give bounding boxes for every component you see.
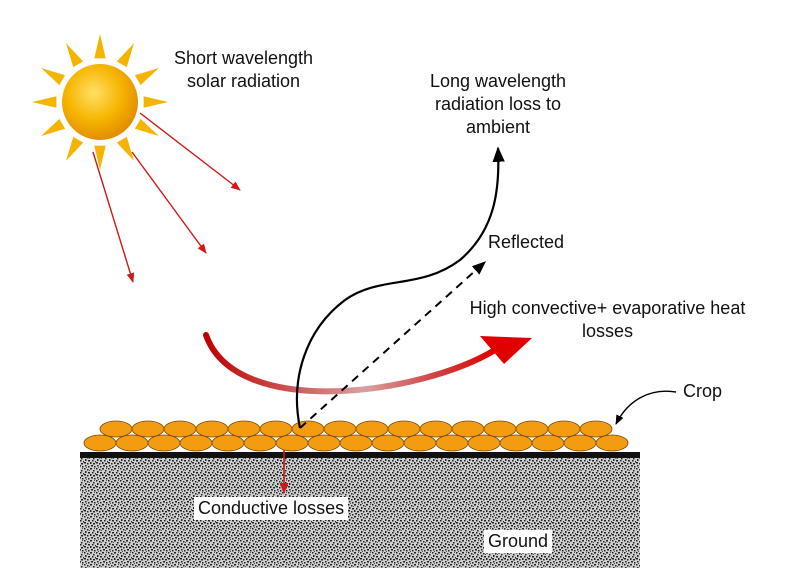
crop-leaf bbox=[563, 434, 597, 452]
solar-label-line2: solar radiation bbox=[186, 71, 301, 91]
crop-leaf bbox=[275, 434, 309, 452]
crop-leaf bbox=[499, 434, 533, 452]
crop-leaf bbox=[467, 434, 501, 452]
crop-leaf bbox=[195, 420, 229, 438]
sun-ray bbox=[134, 68, 159, 86]
convective-loss-arrow bbox=[203, 332, 532, 395]
crop-layer bbox=[83, 420, 629, 452]
crop-leaf bbox=[547, 420, 581, 438]
sun-ray bbox=[41, 68, 66, 86]
convective-label-line2: losses bbox=[581, 321, 634, 341]
ground-surface-line bbox=[80, 452, 640, 458]
crop-leaf bbox=[387, 420, 421, 438]
solar-label-line1: Short wavelength bbox=[173, 48, 314, 68]
crop-leaf bbox=[259, 420, 293, 438]
crop-leaf bbox=[483, 420, 517, 438]
longwave-label-line1: Long wavelength bbox=[429, 71, 567, 91]
crop-leaf bbox=[323, 420, 357, 438]
crop-leaf bbox=[99, 420, 133, 438]
crop-leaf bbox=[307, 434, 341, 452]
crop-leaf bbox=[211, 434, 245, 452]
solar-radiation-arrows bbox=[92, 112, 241, 283]
crop-pointer-arrow bbox=[615, 390, 677, 425]
crop-leaf bbox=[339, 434, 373, 452]
crop-leaf bbox=[227, 420, 261, 438]
sun-ray bbox=[66, 136, 84, 161]
solar-ray-arrow bbox=[139, 112, 241, 191]
longwave-label-line2: radiation loss to bbox=[434, 94, 562, 114]
crop-leaf bbox=[579, 420, 613, 438]
crop-leaf bbox=[131, 420, 165, 438]
sun-ray bbox=[116, 136, 134, 161]
solar-ray-arrow bbox=[92, 151, 135, 283]
crop-leaf bbox=[515, 420, 549, 438]
crop-leaf bbox=[451, 420, 485, 438]
sun-ray bbox=[94, 145, 106, 170]
sun-ray bbox=[116, 43, 134, 68]
sun-ray bbox=[94, 34, 106, 59]
conductive-loss-label: Conductive losses bbox=[194, 497, 349, 520]
crop-leaf bbox=[531, 434, 565, 452]
crop-leaf bbox=[595, 434, 629, 452]
crop-leaf bbox=[179, 434, 213, 452]
ground-area bbox=[80, 456, 640, 568]
ground-label: Ground bbox=[484, 530, 553, 553]
crop-leaf bbox=[147, 434, 181, 452]
crop-label: Crop bbox=[683, 381, 723, 401]
longwave-radiation-arrow bbox=[295, 146, 505, 429]
longwave-radiation-label: Long wavelength radiation loss to ambien… bbox=[398, 70, 598, 139]
sun-ray bbox=[41, 118, 66, 136]
crop-leaf bbox=[371, 434, 405, 452]
solar-radiation-label: Short wavelength solar radiation bbox=[156, 47, 331, 93]
sun-icon bbox=[32, 34, 168, 170]
reflected-label: Reflected bbox=[488, 232, 565, 252]
sun-ray bbox=[134, 118, 159, 136]
crop-leaf bbox=[83, 434, 117, 452]
crop-leaf bbox=[115, 434, 149, 452]
sun-ray bbox=[66, 43, 84, 68]
convective-loss-label: High convective+ evaporative heat losses bbox=[445, 297, 770, 343]
crop-leaf bbox=[243, 434, 277, 452]
crop-leaf bbox=[291, 420, 325, 438]
crop-leaf bbox=[435, 434, 469, 452]
convective-label-line1: High convective+ evaporative heat bbox=[469, 298, 746, 318]
crop-leaf bbox=[355, 420, 389, 438]
sun-ray bbox=[143, 96, 168, 108]
crop-leaf bbox=[403, 434, 437, 452]
solar-ray-arrow bbox=[131, 151, 207, 254]
crop-leaf bbox=[419, 420, 453, 438]
longwave-label-line3: ambient bbox=[465, 117, 531, 137]
sun-ray bbox=[32, 96, 57, 108]
reflected-arrow bbox=[299, 261, 487, 429]
crop-leaf bbox=[163, 420, 197, 438]
